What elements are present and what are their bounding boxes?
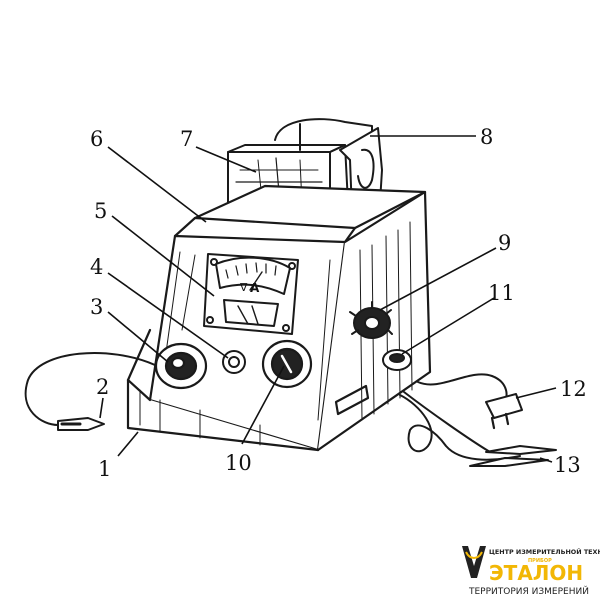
ammeter [203, 253, 299, 335]
watermark-top-line: ЦЕНТР ИЗМЕРИТЕЛЬНОЙ ТЕХНИКИ [489, 547, 600, 556]
callout-8: 8 [480, 125, 493, 149]
callout-13: 13 [554, 453, 581, 477]
leader-lines [99, 135, 557, 463]
callout-3: 3 [90, 295, 103, 319]
callout-10: 10 [225, 451, 252, 475]
watermark-brand: ЭТАЛОН [489, 561, 583, 585]
meter-unit-label: A [250, 281, 260, 295]
leader-4 [107, 272, 229, 359]
leader-6 [107, 146, 207, 223]
leader-13 [539, 457, 553, 463]
callout-12: 12 [560, 377, 587, 401]
callout-2: 2 [96, 375, 109, 399]
callout-9: 9 [498, 231, 511, 255]
watermark-bottom-line: ТЕРРИТОРИЯ ИЗМЕРЕНИЙ [468, 585, 589, 597]
test-leads [399, 391, 557, 467]
output-socket-right [261, 339, 313, 389]
probe-lead [24, 352, 156, 431]
leader-12 [515, 387, 557, 399]
callout-1: 1 [98, 457, 111, 481]
leader-10 [241, 365, 285, 445]
output-socket-left [154, 342, 208, 390]
callout-11: 11 [488, 281, 515, 305]
leader-5 [111, 215, 215, 297]
watermark-small-tag: ПРИБОР [528, 558, 552, 564]
callout-6: 6 [90, 127, 103, 151]
leader-2 [99, 397, 104, 419]
callout-numbers: 1 2 3 4 5 6 7 8 9 10 11 12 13 [90, 125, 587, 481]
power-cord [417, 373, 523, 430]
leader-11 [401, 297, 495, 355]
leader-9 [379, 247, 497, 311]
power-switch [382, 349, 412, 371]
leader-7 [195, 146, 257, 173]
leader-1 [117, 431, 139, 457]
etalon-watermark: ЦЕНТР ИЗМЕРИТЕЛЬНОЙ ТЕХНИКИ ПРИБОР ЭТАЛО… [462, 546, 600, 597]
meter-symbol: ∇ [239, 281, 248, 294]
indicator-lamp [222, 350, 246, 374]
regulator-knob [349, 301, 393, 339]
etalon-logo-icon [462, 546, 486, 578]
callout-4: 4 [90, 255, 103, 279]
callout-7: 7 [180, 127, 193, 151]
callout-5: 5 [94, 199, 107, 223]
leader-3 [107, 311, 169, 363]
